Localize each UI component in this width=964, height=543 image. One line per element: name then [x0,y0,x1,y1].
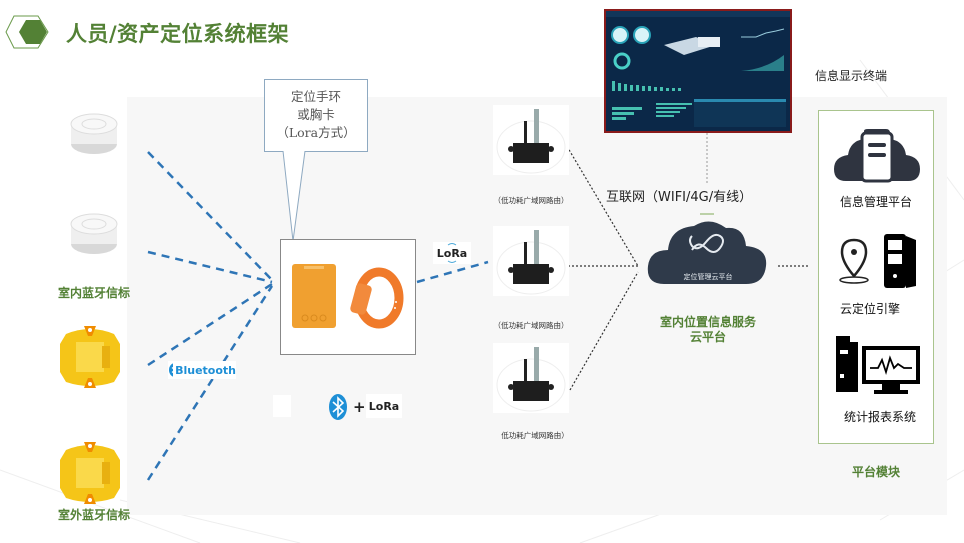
router-1 [493,105,569,175]
bluetooth-label: Bluetooth [175,363,236,377]
indoor-beacon-icon [70,113,118,154]
link-outdoor-beacon-1 [147,282,273,367]
indoor-beacon-icon [70,213,118,254]
bluetooth-icon [329,394,347,420]
callout-line-3: （Lora方式） [276,125,356,140]
lora-signal-icon [447,243,457,263]
lora-label: LoRa [436,246,468,260]
outdoor-beacon-icon [60,326,120,388]
lora-badge: LoRa [433,242,471,264]
lora-gateway-icon [496,109,566,174]
router-3-label: 低功耗广域网路由） [501,431,569,440]
bluetooth-badge: Bluetooth [168,361,236,379]
location-server-icon [836,230,922,292]
badge-card-icon [292,264,336,328]
wristband-icon [350,267,404,329]
platform-caption: 平台模块 [851,465,900,479]
link-indoor-beacon-1 [147,151,273,281]
hexagon-bullet-icon [5,15,49,49]
link-indoor-beacon-2 [147,250,273,284]
tag-callout: 定位手环 或胸卡 （Lora方式） [264,79,368,152]
router-2-label: （低功耗广域网路由） [493,321,569,330]
plus-sign: + [353,398,366,416]
outdoor-beacon-label: 室外蓝牙信标 [57,508,130,522]
lora-gateway-icon [496,230,566,295]
lora-label: LoRa [368,399,400,413]
cloud-inner-label: 定位管理云平台 [683,273,733,281]
outdoor-beacon-icon [60,442,120,504]
router-2 [493,226,569,296]
cloud-service-label-line2: 云平台 [689,330,726,344]
link-router-3-to-cloud [569,271,639,391]
positioning-tag-box [280,239,416,355]
link-tag-to-router [416,260,489,284]
callout-line-2: 或胸卡 [297,107,335,122]
page-title: 人员/资产定位系统框架 [66,22,290,46]
cloud-platform-icon [647,221,767,284]
bluetooth-icon [169,363,174,377]
module-label-info-management: 信息管理平台 [839,195,912,209]
router-1-label: （低功耗广域网路由） [493,196,569,205]
indoor-beacon-label: 室内蓝牙信标 [57,286,130,300]
link-outdoor-beacon-2 [146,285,274,481]
statistics-monitor-icon [834,334,922,396]
info-terminal-label: 信息显示终端 [815,69,888,83]
internet-label: 互联网（WIFI/4G/有线） [606,190,753,205]
module-label-statistics: 统计报表系统 [843,410,916,424]
callout-pointer [282,151,306,242]
dashboard-thumbnail [606,11,790,127]
info-display-dashboard [604,9,792,133]
blank-box [273,395,291,417]
router-3 [493,343,569,413]
lora-gateway-icon [496,347,566,412]
cloud-server-icon [834,129,920,183]
callout-line-1: 定位手环 [290,89,341,104]
module-label-cloud-engine: 云定位引擎 [839,302,900,316]
lora-badge: LoRa [366,394,402,418]
cloud-service-label-line1: 室内位置信息服务 [659,315,756,329]
